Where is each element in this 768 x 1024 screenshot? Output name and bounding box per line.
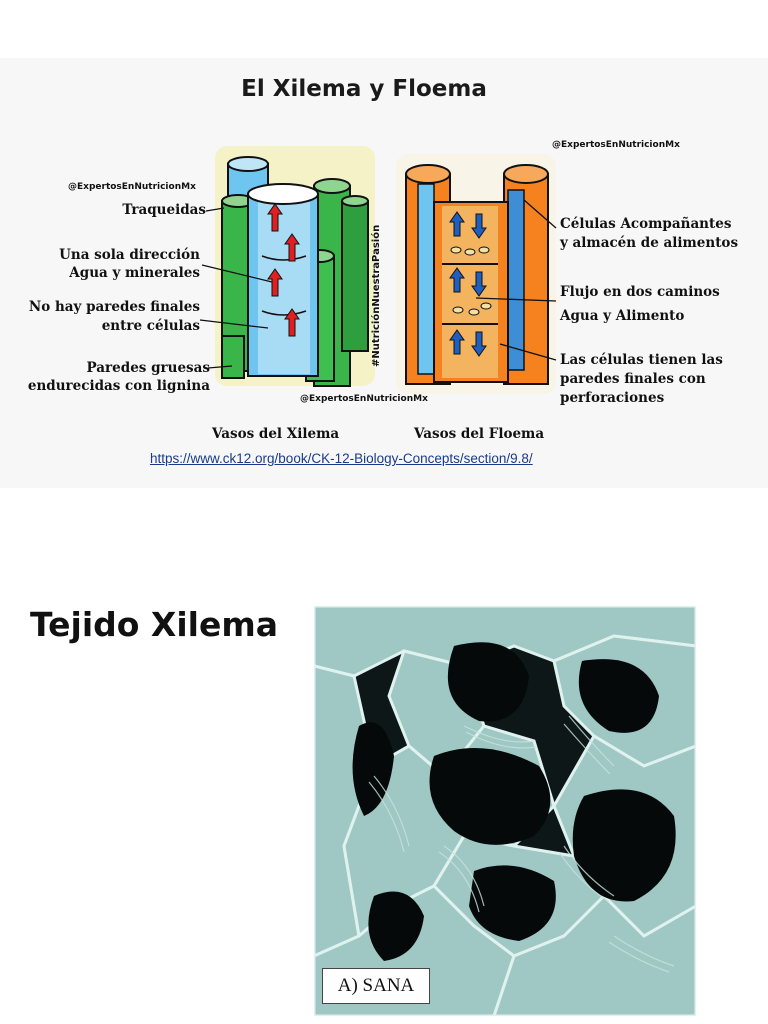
label-two-way-flow: Flujo en dos caminos xyxy=(560,284,720,300)
watermark-handle: @ExpertosEnNutricionMx xyxy=(68,182,196,192)
micrograph-image xyxy=(314,606,696,1016)
label-water-food: Agua y Alimento xyxy=(560,308,685,324)
hashtag-text: #NutriciónNuestraPasión xyxy=(371,224,382,367)
label-water-minerals: Agua y minerales xyxy=(69,265,200,281)
label-one-direction: Una sola dirección xyxy=(59,247,200,263)
phloem-illustration xyxy=(396,154,556,394)
label-perforations: perforaciones xyxy=(560,390,665,406)
caption-phloem: Vasos del Floema xyxy=(414,426,545,442)
label-food-storage: y almacén de alimentos xyxy=(560,235,739,251)
label-lignin: endurecidas con lignina xyxy=(27,378,210,394)
source-link[interactable]: https://www.ck12.org/book/CK-12-Biology-… xyxy=(150,451,533,466)
slide2-title: Tejido Xilema xyxy=(30,605,279,644)
caption-xylem: Vasos del Xilema xyxy=(212,426,340,442)
xylem-micrograph: A) SANA xyxy=(314,606,696,1016)
xylem-illustration xyxy=(215,146,375,387)
label-leader-lines xyxy=(199,199,557,369)
label-between-cells: entre células xyxy=(101,318,200,334)
slide-title: El Xilema y Floema xyxy=(241,76,487,102)
watermark-handle: @ExpertosEnNutricionMx xyxy=(300,394,428,404)
watermark-handle: @ExpertosEnNutricionMx xyxy=(552,140,680,150)
label-no-end-walls: No hay paredes finales xyxy=(28,299,200,315)
label-end-walls: paredes finales con xyxy=(560,371,706,387)
xylem-phloem-slide: El Xilema y Floema xyxy=(0,58,768,488)
label-companion-cells: Células Acompañantes xyxy=(560,216,732,232)
photo-label: A) SANA xyxy=(322,968,430,1004)
label-tracheids: Traqueidas xyxy=(122,202,206,218)
label-thick-walls: Paredes gruesas xyxy=(86,360,210,376)
label-cells-have: Las células tienen las xyxy=(560,352,723,368)
